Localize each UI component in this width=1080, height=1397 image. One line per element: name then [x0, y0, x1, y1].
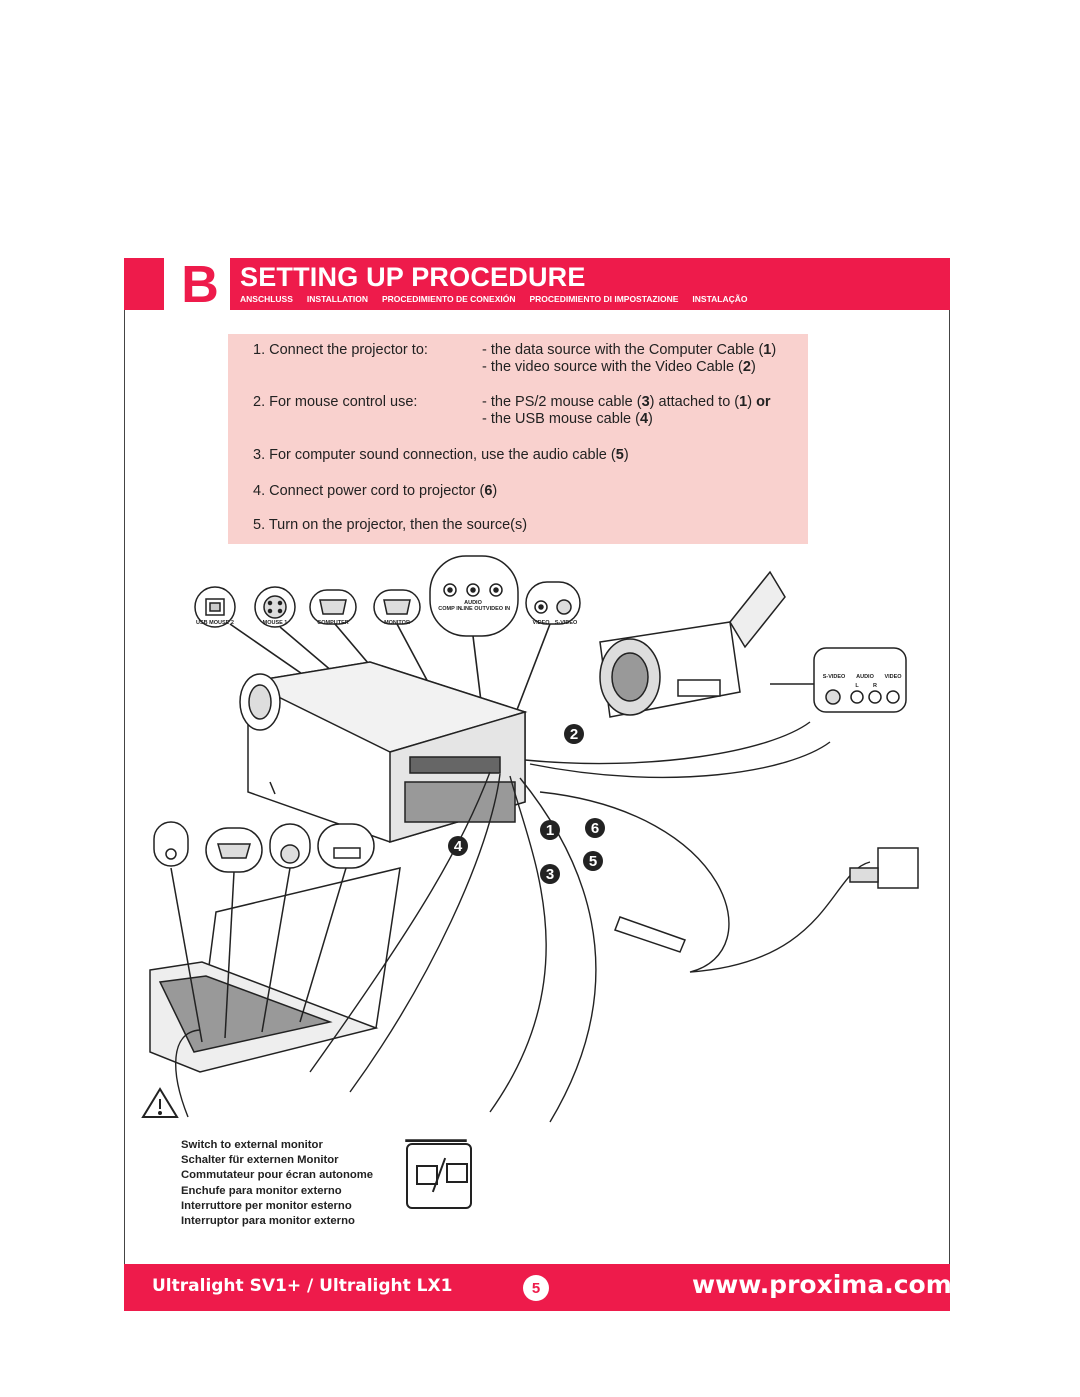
step-2-ps2-mouse: - the PS/2 mouse cable (3) attached to (… [482, 394, 771, 410]
usb-port-icon [317, 823, 375, 869]
projector-illustration [239, 661, 528, 844]
warning-line-de: Schalter für externen Monitor [181, 1154, 339, 1167]
line-out-label: LINE OUT [460, 606, 486, 612]
power-plug-icon [849, 847, 919, 889]
step-1-computer-cable: - the data source with the Computer Cabl… [482, 342, 777, 358]
page-number: 5 [523, 1275, 549, 1301]
camcorder-l-label: L [855, 683, 859, 689]
callout-2: 2 [570, 726, 578, 743]
remote-control-icon [614, 916, 686, 953]
monitor-switch-icon [405, 1139, 467, 1142]
monitor-label: MONITOR [384, 620, 410, 626]
connection-diagram: USB MOUSE 2 MOUSE 1 COMPUTER MONITOR AUD… [141, 555, 919, 1142]
translation-fr: INSTALLATION [306, 294, 368, 304]
warning-line-fr: Commutateur pour écran autonome [181, 1169, 374, 1182]
warning-text: Switch to external monitor Schalter für … [181, 1138, 373, 1229]
external-monitor-icon [446, 1163, 468, 1183]
mouse1-label: MOUSE 1 [263, 620, 288, 626]
video-in-label: VIDEO IN [486, 606, 510, 612]
mouse1-port-icon [254, 586, 296, 628]
camcorder-s-video-label: S-VIDEO [823, 674, 846, 680]
warning-line-es: Enchufe para monitor externo [181, 1184, 342, 1197]
s-video-label: S-VIDEO [555, 620, 578, 626]
usb-mouse2-label: USB MOUSE 2 [196, 620, 234, 626]
step-3: 3. For computer sound connection, use th… [253, 447, 629, 463]
comp-in-label: COMP IN [438, 606, 461, 612]
page-title: SETTING UP PROCEDURE [240, 262, 586, 292]
audio-ports-icon [429, 555, 519, 637]
warning-line-pt: Interruptor para monitor externo [181, 1215, 355, 1228]
callout-6: 6 [591, 820, 599, 837]
usb-mouse2-port-icon [194, 586, 236, 628]
instructions-panel [228, 334, 808, 544]
computer-label: COMPUTER [317, 620, 349, 626]
video-label: VIDEO [532, 620, 550, 626]
step-1-label: 1. Connect the projector to: [253, 342, 428, 358]
callout-4: 4 [454, 838, 463, 855]
audio-label: AUDIO [464, 600, 482, 606]
callout-5: 5 [589, 853, 597, 870]
title-translations: ANSCHLUSS INSTALLATION PROCEDIMIENTO DE … [240, 294, 748, 304]
camcorder-audio-label: AUDIO [856, 674, 874, 680]
laptop-illustration [149, 867, 401, 1073]
step-2-label: 2. For mouse control use: [253, 394, 418, 410]
step-2-usb-mouse: - the USB mouse cable (4) [482, 411, 653, 427]
camcorder-illustration [599, 570, 786, 718]
monitor-switch-symbol [406, 1143, 472, 1209]
translation-de: ANSCHLUSS [240, 294, 293, 304]
callout-3: 3 [546, 866, 554, 883]
section-header [124, 258, 950, 310]
camcorder-r-label: R [873, 683, 877, 689]
camcorder-video-label: VIDEO [884, 674, 902, 680]
step-4: 4. Connect power cord to projector (6) [253, 483, 498, 499]
warning-icon [141, 1087, 179, 1118]
website-link[interactable]: www.proxima.com [692, 1270, 952, 1299]
camcorder-ports-icon [813, 647, 907, 713]
video-ports-icon [525, 581, 581, 625]
step-1-video-cable: - the video source with the Video Cable … [482, 359, 756, 375]
page-frame [124, 258, 950, 1310]
warning-line-en: Switch to external monitor [181, 1139, 323, 1151]
model-name: Ultralight SV1+ / Ultralight LX1 [152, 1276, 453, 1296]
callout-1: 1 [546, 822, 554, 839]
audio-speaker-port-icon [153, 821, 189, 867]
step-5: 5. Turn on the projector, then the sourc… [253, 517, 528, 533]
warning-line-it: Interruttore per monitor esterno [181, 1199, 352, 1212]
computer-port-icon [309, 589, 357, 625]
monitor-out-port-icon [205, 827, 263, 873]
section-letter-box [164, 258, 230, 310]
translation-es: PROCEDIMIENTO DE CONEXIÓN [381, 294, 516, 304]
mouse-port-icon [269, 823, 311, 869]
section-letter: B [181, 256, 219, 314]
translation-pt: INSTALAÇÃO [692, 294, 748, 304]
translation-it: PROCEDIMIENTO DI IMPOSTAZIONE [529, 294, 679, 304]
monitor-port-icon [373, 589, 421, 625]
